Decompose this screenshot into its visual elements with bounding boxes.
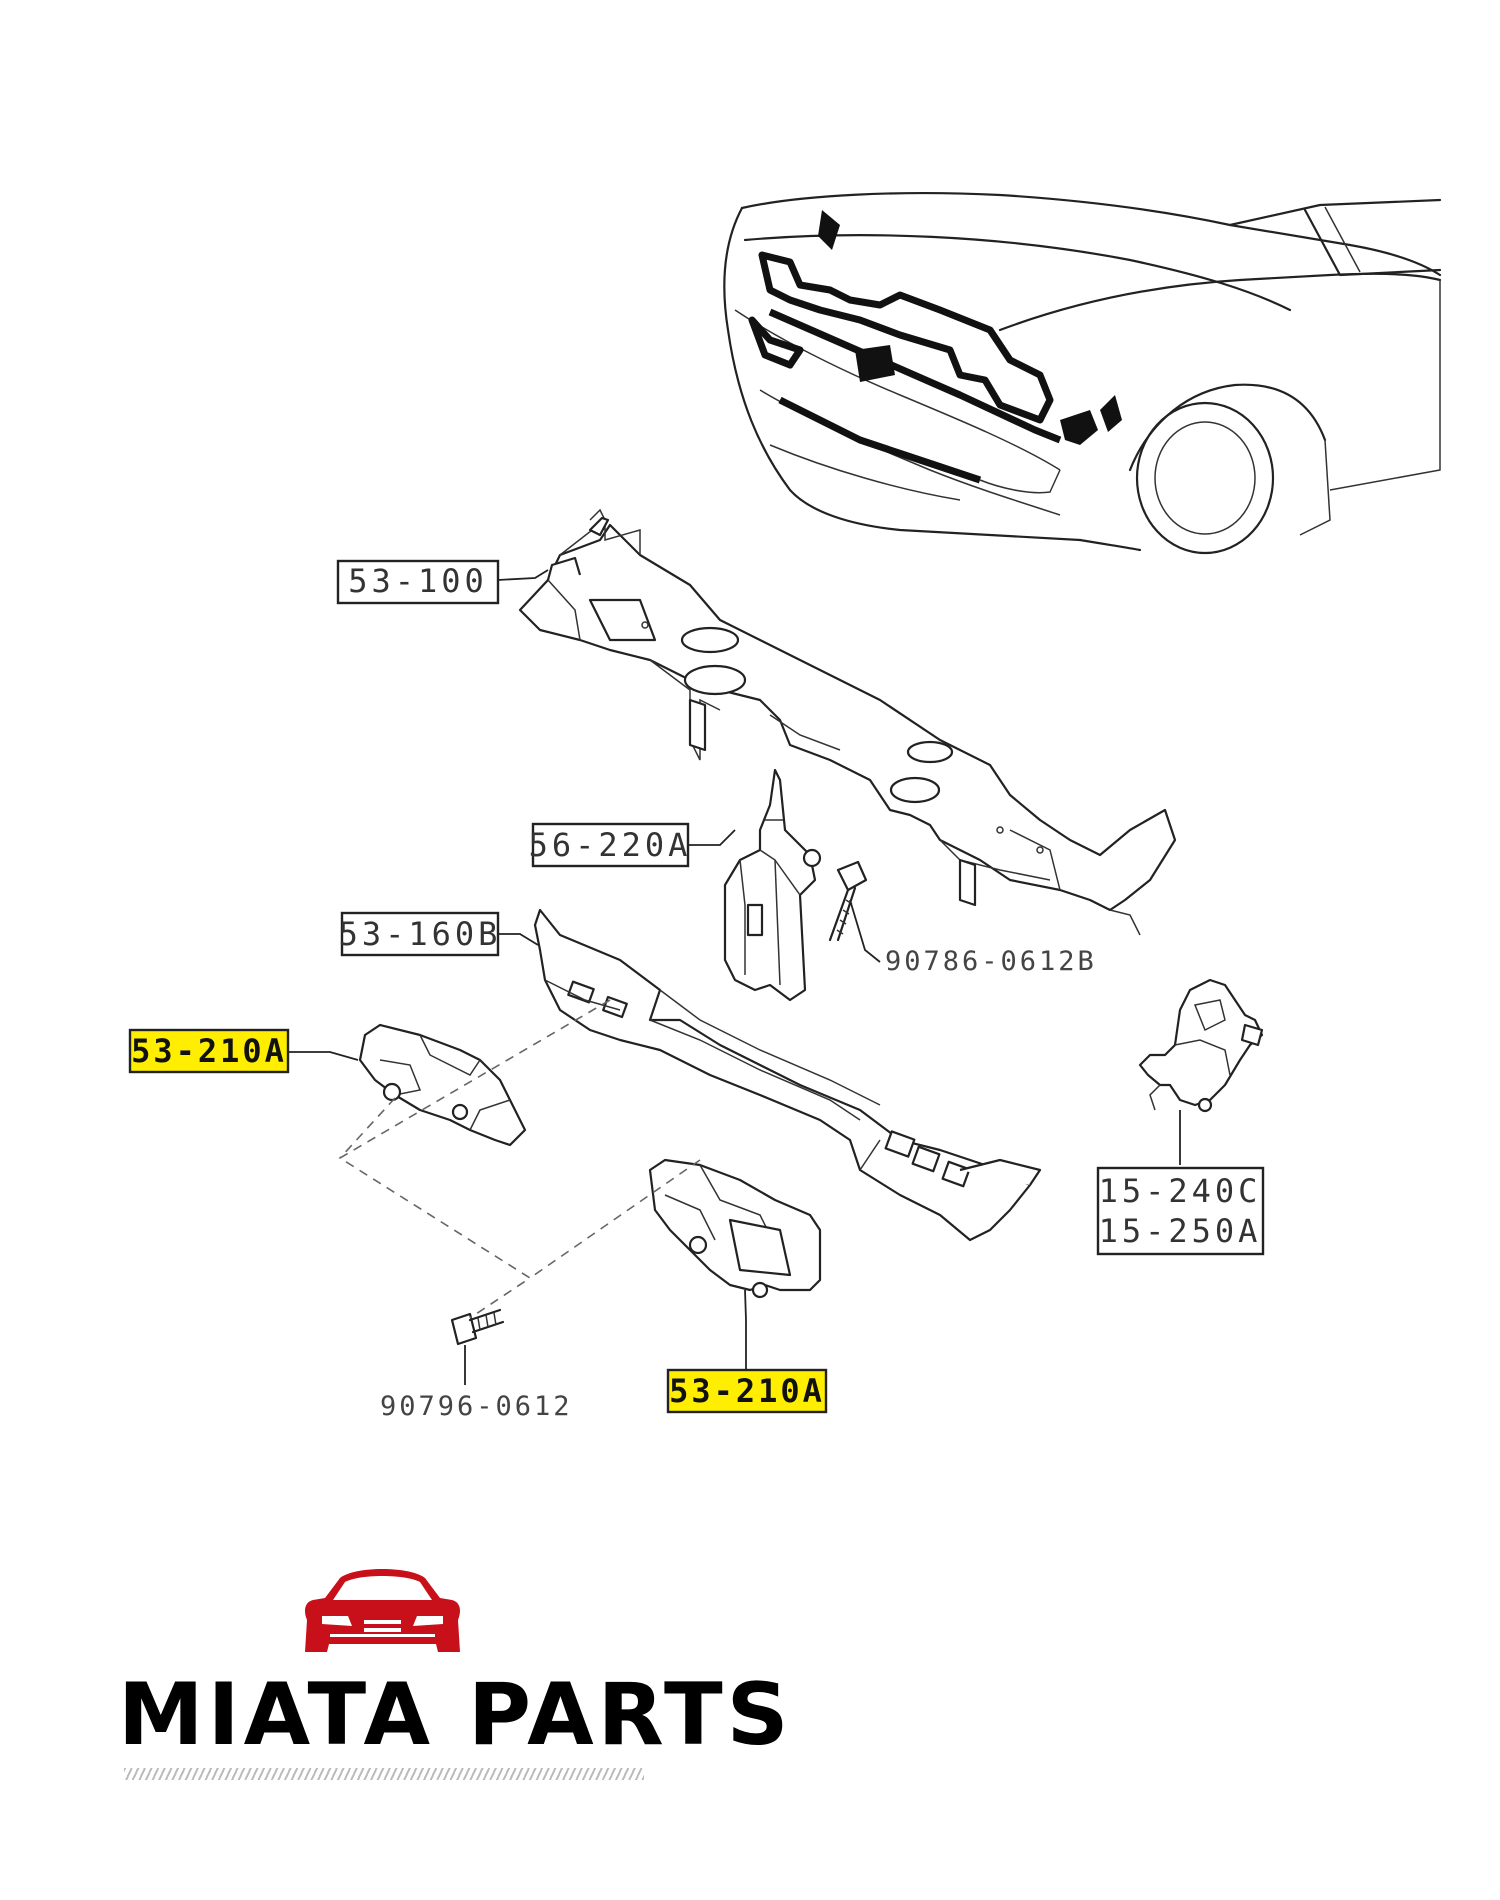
label-53-160B: 53-160B: [339, 911, 502, 957]
label-text: 53-160B: [339, 915, 502, 953]
bolt-upper-part: [828, 860, 868, 942]
leader-lines: [288, 569, 1181, 1385]
car-front-illustration: [723, 192, 1442, 555]
side-bracket-left-part: [358, 1023, 527, 1147]
lower-crossmember-part: [533, 908, 1042, 1242]
bolt-lower-part: [450, 1308, 505, 1346]
label-text: 15-240C: [1099, 1172, 1262, 1210]
label-text: 53-100: [348, 562, 488, 600]
side-bracket-right-part: [648, 1158, 822, 1299]
label-53-210A-left: 53-210A: [128, 1028, 290, 1074]
label-90796-0612: 90796-0612: [380, 1391, 573, 1422]
label-text: 53-210A: [131, 1032, 287, 1070]
label-text: 56-220A: [529, 826, 692, 864]
label-15-240C-15-250A: 15-240C 15-250A: [1096, 1166, 1265, 1256]
radiator-support-part: [518, 508, 1177, 936]
label-90786-0612B: 90786-0612B: [885, 946, 1097, 977]
label-53-100: 53-100: [336, 559, 500, 605]
label-text: 53-210A: [669, 1372, 825, 1410]
brand-underline: [124, 1768, 644, 1780]
label-53-210A-right: 53-210A: [666, 1368, 828, 1414]
label-text: 15-250A: [1099, 1212, 1262, 1250]
hood-latch-part: [1138, 978, 1264, 1113]
bracket-part: [723, 768, 822, 1002]
car-front-icon: [305, 1569, 460, 1652]
assembly-guide-lines: [338, 999, 701, 1319]
brand-name: MIATA PARTS: [118, 1665, 793, 1765]
label-56-220A: 56-220A: [529, 822, 692, 868]
